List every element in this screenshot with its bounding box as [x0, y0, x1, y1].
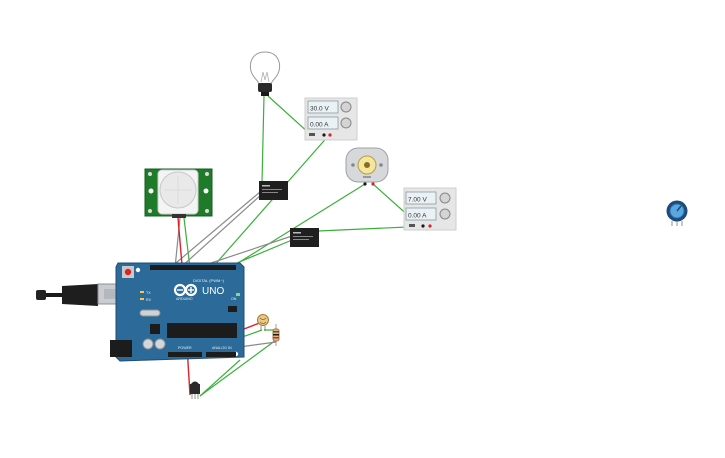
power-supply-1[interactable]: 30.0 V 0.00 A	[304, 97, 358, 141]
pir-sensor[interactable]	[144, 168, 213, 218]
arduino-label: ARDUINO	[176, 297, 193, 301]
wire-bulb-relay1[interactable]	[261, 95, 265, 183]
on-label: ON	[231, 297, 237, 301]
wire-relay1-arduino-b[interactable]	[179, 193, 263, 269]
temperature-sensor[interactable]	[190, 381, 200, 400]
power-supply-2[interactable]: 7.00 V 0.00 A	[403, 187, 457, 231]
relay-2[interactable]	[290, 228, 319, 247]
power-jack[interactable]	[110, 340, 132, 357]
wire-sensor-gnd[interactable]	[199, 359, 241, 397]
supply-1-current-knob[interactable]	[340, 117, 352, 129]
rx-label: RX	[146, 298, 152, 302]
wire-supply1-arduino[interactable]	[211, 133, 331, 269]
uno-label: UNO	[202, 286, 224, 297]
arduino-logo-icon	[173, 283, 198, 297]
dc-motor-icon[interactable]	[345, 147, 389, 186]
supply-2-voltage: 7.00 V	[408, 197, 427, 204]
wire-resistor-sensor[interactable]	[199, 339, 277, 397]
supply-2-voltage-knob[interactable]	[439, 192, 451, 204]
analog-header[interactable]	[206, 352, 236, 357]
wire-relay1-arduino-a[interactable]	[169, 191, 261, 269]
supply-2-current-knob[interactable]	[439, 208, 451, 220]
wire-motor-arduino[interactable]	[229, 183, 366, 269]
supply-1-current: 0.00 A	[310, 122, 329, 129]
atmega-chip	[167, 323, 237, 338]
supply-1-voltage: 30.0 V	[310, 106, 329, 113]
wire-bulb-supply1[interactable]	[267, 95, 311, 135]
analog-label: ANALOG IN	[212, 346, 232, 350]
potentiometer-icon[interactable]	[666, 200, 688, 227]
power-label: POWER	[178, 346, 192, 350]
supply-2-current: 0.00 A	[408, 213, 427, 220]
resistor[interactable]	[272, 324, 280, 346]
relay-1[interactable]	[259, 181, 288, 200]
digital-label: DIGITAL (PWM~)	[193, 278, 225, 283]
digital-header[interactable]	[150, 265, 236, 270]
photoresistor[interactable]	[257, 314, 269, 332]
power-header[interactable]	[168, 352, 202, 357]
arduino-uno-board[interactable]: DIGITAL (PWM~) TX RX UNO ARDUINO ON	[110, 262, 245, 362]
tx-label: TX	[146, 291, 151, 295]
supply-1-voltage-knob[interactable]	[340, 101, 352, 113]
light-bulb-icon[interactable]	[249, 51, 281, 96]
